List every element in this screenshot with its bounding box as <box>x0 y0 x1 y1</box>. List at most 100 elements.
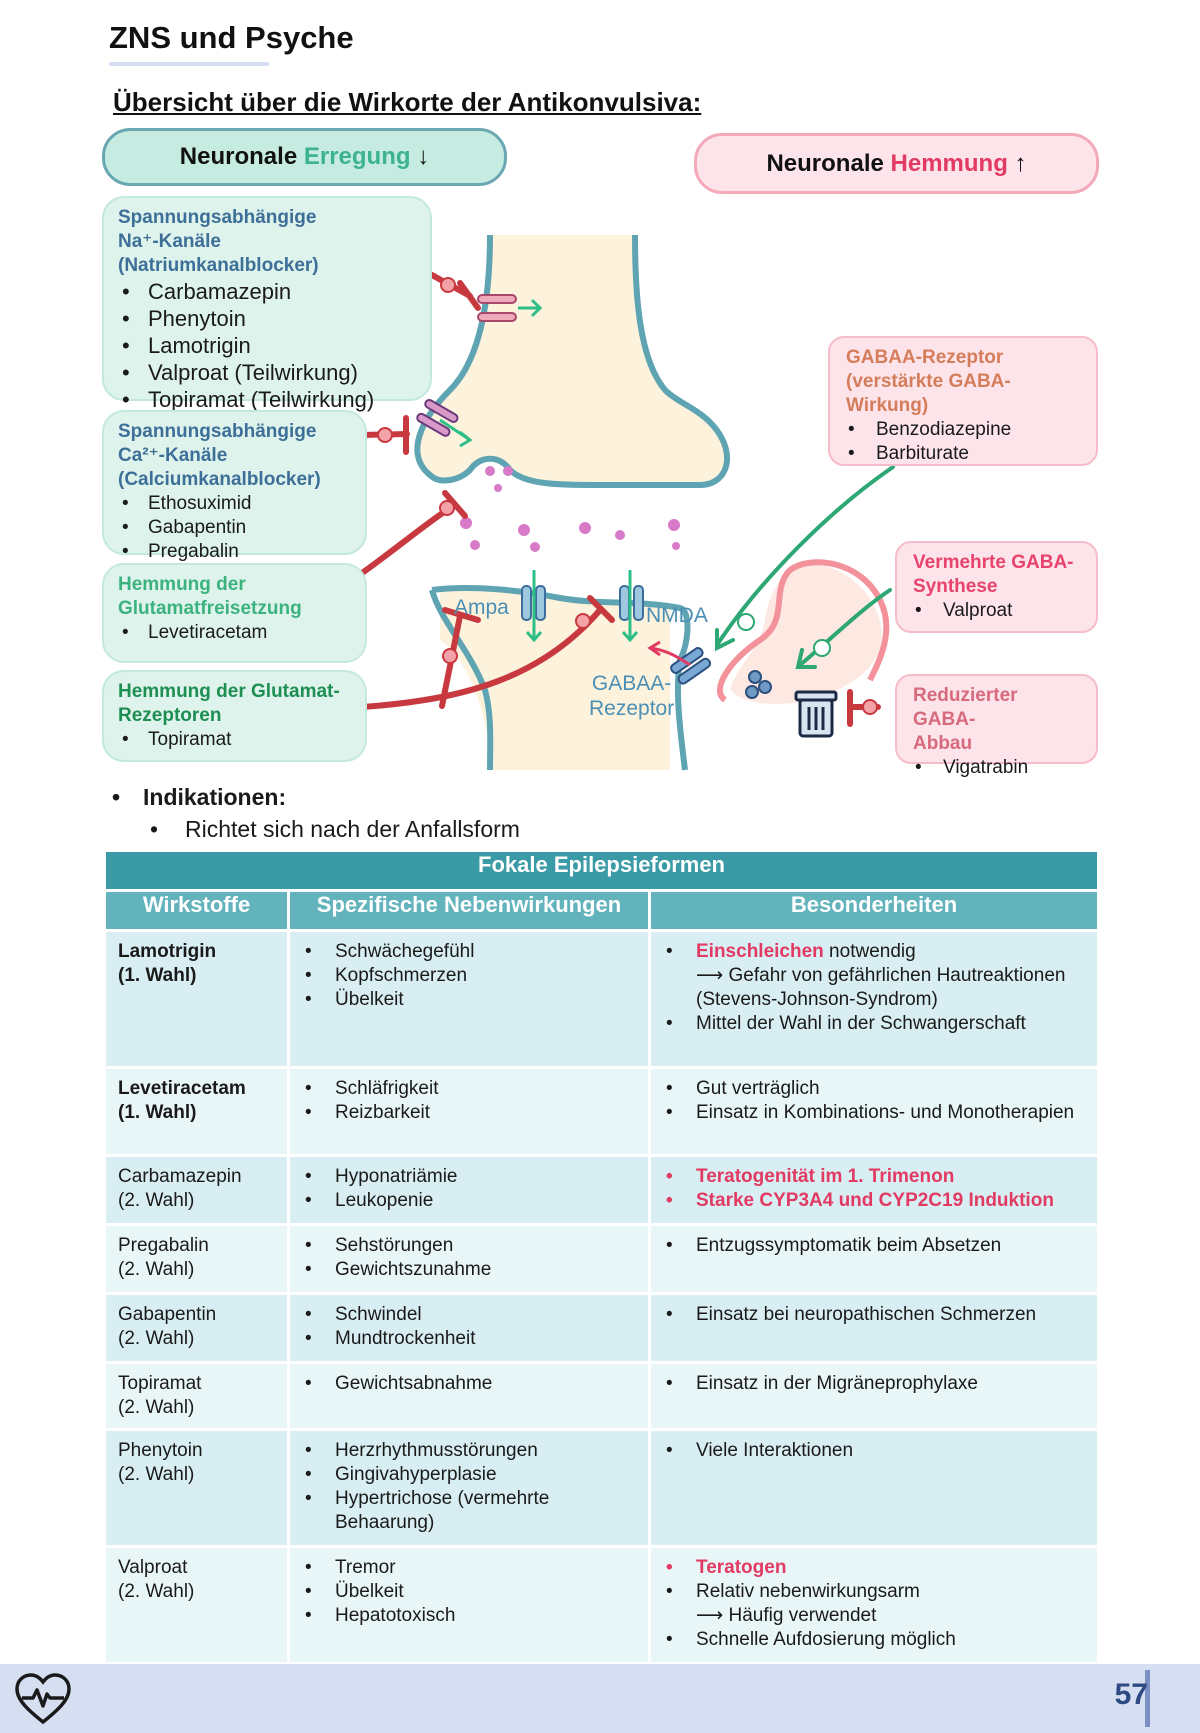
box-title-line: (Calciumkanalblocker) <box>118 469 321 490</box>
glutamate-release-title: Hemmung der Glutamatfreisetzung <box>118 573 351 621</box>
drug-item: Lamotrigin <box>118 332 416 359</box>
drug-item: Carbamazepin <box>118 278 416 305</box>
table-row: Topiramat (2. Wahl) Gewichtsabnahme Eins… <box>103 1361 1101 1431</box>
side-effect-item: Hepatotoxisch <box>302 1604 636 1628</box>
drug-cell: Carbamazepin (2. Wahl) <box>103 1154 290 1226</box>
column-header: Wirkstoffe <box>103 889 290 932</box>
table-row: Gabapentin (2. Wahl) Schwindel Mundtrock… <box>103 1292 1101 1364</box>
side-effect-item: Schwächegefühl <box>302 940 636 964</box>
box-title-line: Spannungsabhängige <box>118 421 317 442</box>
drug-rank: (1. Wahl) <box>118 965 197 986</box>
box-title-line: Wirkung) <box>846 395 929 416</box>
heartbeat-icon <box>15 1673 71 1725</box>
side-effects-cell: Schläfrigkeit Reizbarkeit <box>287 1066 651 1157</box>
side-effect-item: Herzrhythmusstörungen <box>302 1439 636 1463</box>
note-subtext: ⟶ Häufig verwendet <box>696 1605 877 1626</box>
side-effect-item: Gewichtszunahme <box>302 1258 636 1282</box>
drug-name: Phenytoin <box>118 1440 203 1461</box>
drug-item: Pregabalin <box>118 540 351 564</box>
side-effect-item: Tremor <box>302 1556 636 1580</box>
box-title-line: Rezeptoren <box>118 705 222 726</box>
box-title-line: Hemmung der <box>118 574 246 595</box>
glutamate-release-box: Hemmung der Glutamatfreisetzung Levetira… <box>102 563 367 663</box>
page-title: ZNS und Psyche <box>109 20 354 55</box>
gaba-receptor-box: GABAA-Rezeptor (verstärkte GABA- Wirkung… <box>828 336 1098 466</box>
side-effect-item: Sehstörungen <box>302 1234 636 1258</box>
side-effects-cell: Schwächegefühl Kopfschmerzen Übelkeit <box>287 929 651 1069</box>
side-effect-item: Schläfrigkeit <box>302 1077 636 1101</box>
gaba-receptor-title: GABAA-Rezeptor (verstärkte GABA- Wirkung… <box>846 346 1080 418</box>
table-row: Pregabalin (2. Wahl) Sehstörungen Gewich… <box>103 1223 1101 1295</box>
drug-name: Levetiracetam <box>118 1078 246 1099</box>
gaba-degradation-box: Reduzierter GABA- Abbau Vigatrabin <box>895 674 1098 780</box>
note-highlight: Einschleichen <box>696 941 824 962</box>
note-text: notwendig <box>823 941 916 962</box>
ampa-label: Ampa <box>454 596 509 619</box>
gaba-degradation-title: Reduzierter GABA- Abbau <box>913 684 1080 756</box>
drug-rank: (2. Wahl) <box>118 1397 195 1418</box>
side-effects-cell: Gewichtsabnahme <box>287 1361 651 1431</box>
notes-cell: Viele Interaktionen <box>647 1428 1101 1548</box>
gaba-synthesis-title: Vermehrte GABA- Synthese <box>913 551 1080 599</box>
side-effect-item: Mundtrockenheit <box>302 1327 636 1351</box>
side-effect-item: Gewichtsabnahme <box>302 1372 636 1396</box>
note-item: Gut verträglich <box>663 1077 1085 1101</box>
drug-name: Topiramat <box>118 1373 202 1394</box>
drug-cell: Levetiracetam (1. Wahl) <box>103 1066 290 1157</box>
drug-cell: Pregabalin (2. Wahl) <box>103 1223 290 1295</box>
notes-cell: Teratogenität im 1. Trimenon Starke CYP3… <box>647 1154 1101 1226</box>
side-effect-item: Schwindel <box>302 1303 636 1327</box>
arrow-down-icon: ↓ <box>417 143 430 170</box>
glutamate-release-drug-list: Levetiracetam <box>118 621 351 645</box>
excitation-header: Neuronale Erregung ↓ <box>102 128 507 186</box>
notes-cell: Entzugssymptomatik beim Absetzen <box>647 1223 1101 1295</box>
side-effect-item: Übelkeit <box>302 988 636 1012</box>
side-effects-cell: Hyponatriämie Leukopenie <box>287 1154 651 1226</box>
excitation-header-text: Neuronale <box>179 143 298 170</box>
glutamate-receptor-box: Hemmung der Glutamat- Rezeptoren Topiram… <box>102 670 367 762</box>
side-effect-item: Übelkeit <box>302 1580 636 1604</box>
table-row: Levetiracetam (1. Wahl) Schläfrigkeit Re… <box>103 1066 1101 1157</box>
drug-cell: Topiramat (2. Wahl) <box>103 1361 290 1431</box>
gaba-degradation-drug-list: Vigatrabin <box>913 756 1080 780</box>
inhibition-header-emphasis: Hemmung <box>890 149 1008 177</box>
box-title-line: Glutamatfreisetzung <box>118 598 302 619</box>
note-item: Schnelle Aufdosierung möglich <box>663 1628 1085 1652</box>
drug-item: Valproat <box>913 599 1080 623</box>
box-title-line: Reduzierter GABA- <box>913 685 1018 730</box>
indications-item: Richtet sich nach der Anfallsform <box>110 814 520 844</box>
drug-cell: Lamotrigin (1. Wahl) <box>103 929 290 1069</box>
notes-cell: Gut verträglich Einsatz in Kombinations-… <box>647 1066 1101 1157</box>
drug-rank: (2. Wahl) <box>118 1328 195 1349</box>
note-text: Relativ nebenwirkungsarm <box>696 1581 920 1602</box>
drug-item: Ethosuximid <box>118 492 351 516</box>
notes-cell: Teratogen Relativ nebenwirkungsarm⟶ Häuf… <box>647 1545 1101 1665</box>
notes-cell: Einsatz bei neuropathischen Schmerzen <box>647 1292 1101 1364</box>
side-effect-item: Kopfschmerzen <box>302 964 636 988</box>
drug-item: Vigatrabin <box>913 756 1080 780</box>
side-effects-cell: Schwindel Mundtrockenheit <box>287 1292 651 1364</box>
drug-cell: Gabapentin (2. Wahl) <box>103 1292 290 1364</box>
table-caption: Fokale Epilepsieformen <box>102 849 1101 892</box>
notes-cell: Einschleichen notwendig⟶ Gefahr von gefä… <box>647 929 1101 1069</box>
side-effect-item: Leukopenie <box>302 1189 636 1213</box>
calcium-channel-drug-list: Ethosuximid Gabapentin Pregabalin <box>118 492 351 564</box>
note-item: Starke CYP3A4 und CYP2C19 Induktion <box>663 1189 1085 1213</box>
drug-cell: Phenytoin (2. Wahl) <box>103 1428 290 1548</box>
inhibition-header: Neuronale Hemmung ↑ <box>694 133 1099 194</box>
arrow-up-icon: ↑ <box>1014 149 1027 177</box>
drug-item: Topiramat (Teilwirkung) <box>118 386 416 413</box>
drug-item: Phenytoin <box>118 305 416 332</box>
drug-item: Gabapentin <box>118 516 351 540</box>
drug-rank: (2. Wahl) <box>118 1464 195 1485</box>
drug-name: Lamotrigin <box>118 941 217 962</box>
side-effect-item: Gingivahyperplasie <box>302 1463 636 1487</box>
page-number: 57 <box>1114 1678 1148 1711</box>
drug-rank: (2. Wahl) <box>118 1581 195 1602</box>
section-title: Übersicht über die Wirkorte der Antikonv… <box>113 87 702 117</box>
box-title-line: Ca²⁺-Kanäle <box>118 445 228 466</box>
title-underline <box>109 62 269 66</box>
calcium-channel-box: Spannungsabhängige Ca²⁺-Kanäle (Calciumk… <box>102 410 367 564</box>
gaba-receptor-drug-list: Benzodiazepine Barbiturate <box>846 418 1080 466</box>
side-effects-cell: Sehstörungen Gewichtszunahme <box>287 1223 651 1295</box>
